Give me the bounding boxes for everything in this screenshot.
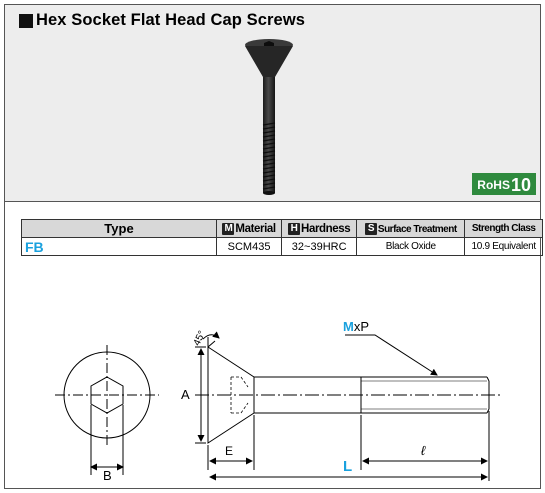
hardness-value: 32~39HRC — [281, 237, 358, 256]
surface-value: Black Oxide — [356, 237, 466, 256]
header-surface-label: Surface Treatment — [377, 223, 457, 235]
technical-drawing: A B E ℓ L 45° MxP — [55, 319, 500, 483]
dim-e-label: E — [225, 444, 233, 458]
header-material-label: Material — [235, 223, 276, 235]
dim-l-label: L — [343, 458, 352, 475]
header-surface: S Surface Treatment — [356, 219, 466, 238]
angle-label: 45° — [192, 329, 208, 347]
dim-a-label: A — [181, 387, 190, 402]
side-view — [195, 346, 500, 444]
type-value: FB — [21, 237, 217, 256]
header-type: Type — [21, 219, 217, 238]
table-row: FB SCM435 32~39HRC Black Oxide 10.9 Equi… — [21, 237, 543, 256]
catalog-frame: Hex Socket Flat Head Cap Screws — [4, 4, 543, 489]
spec-table: Type M Material H Hardness S — [21, 219, 543, 256]
material-value: SCM435 — [215, 237, 283, 256]
material-marker-icon: M — [222, 223, 235, 235]
header-hardness-label: Hardness — [301, 223, 351, 235]
title-text: Hex Socket Flat Head Cap Screws — [36, 11, 306, 29]
surface-marker-icon: S — [364, 223, 377, 235]
header-strength: Strength Class — [464, 219, 543, 238]
product-photo-panel: Hex Socket Flat Head Cap Screws — [5, 5, 540, 202]
header-material: M Material — [215, 219, 283, 238]
dimensions — [195, 331, 490, 481]
page-title: Hex Socket Flat Head Cap Screws — [19, 11, 305, 30]
thread-xp-label: xP — [354, 319, 369, 334]
rohs-badge: RoHS 10 — [472, 173, 536, 195]
dim-thread-length-label: ℓ — [421, 443, 426, 458]
title-square-icon — [19, 13, 33, 28]
thread-spec-label: MxP — [343, 319, 369, 334]
dim-b-label: B — [103, 468, 112, 483]
strength-value: 10.9 Equivalent — [464, 237, 543, 256]
header-hardness: H Hardness — [281, 219, 358, 238]
hardness-marker-icon: H — [288, 223, 301, 235]
spec-table-header-row: Type M Material H Hardness S — [21, 219, 543, 238]
rohs-number: 10 — [510, 175, 531, 195]
rohs-label: RoHS — [477, 178, 510, 192]
end-view — [55, 345, 159, 475]
thread-m-label: M — [343, 319, 354, 334]
screw-photo — [245, 39, 293, 195]
